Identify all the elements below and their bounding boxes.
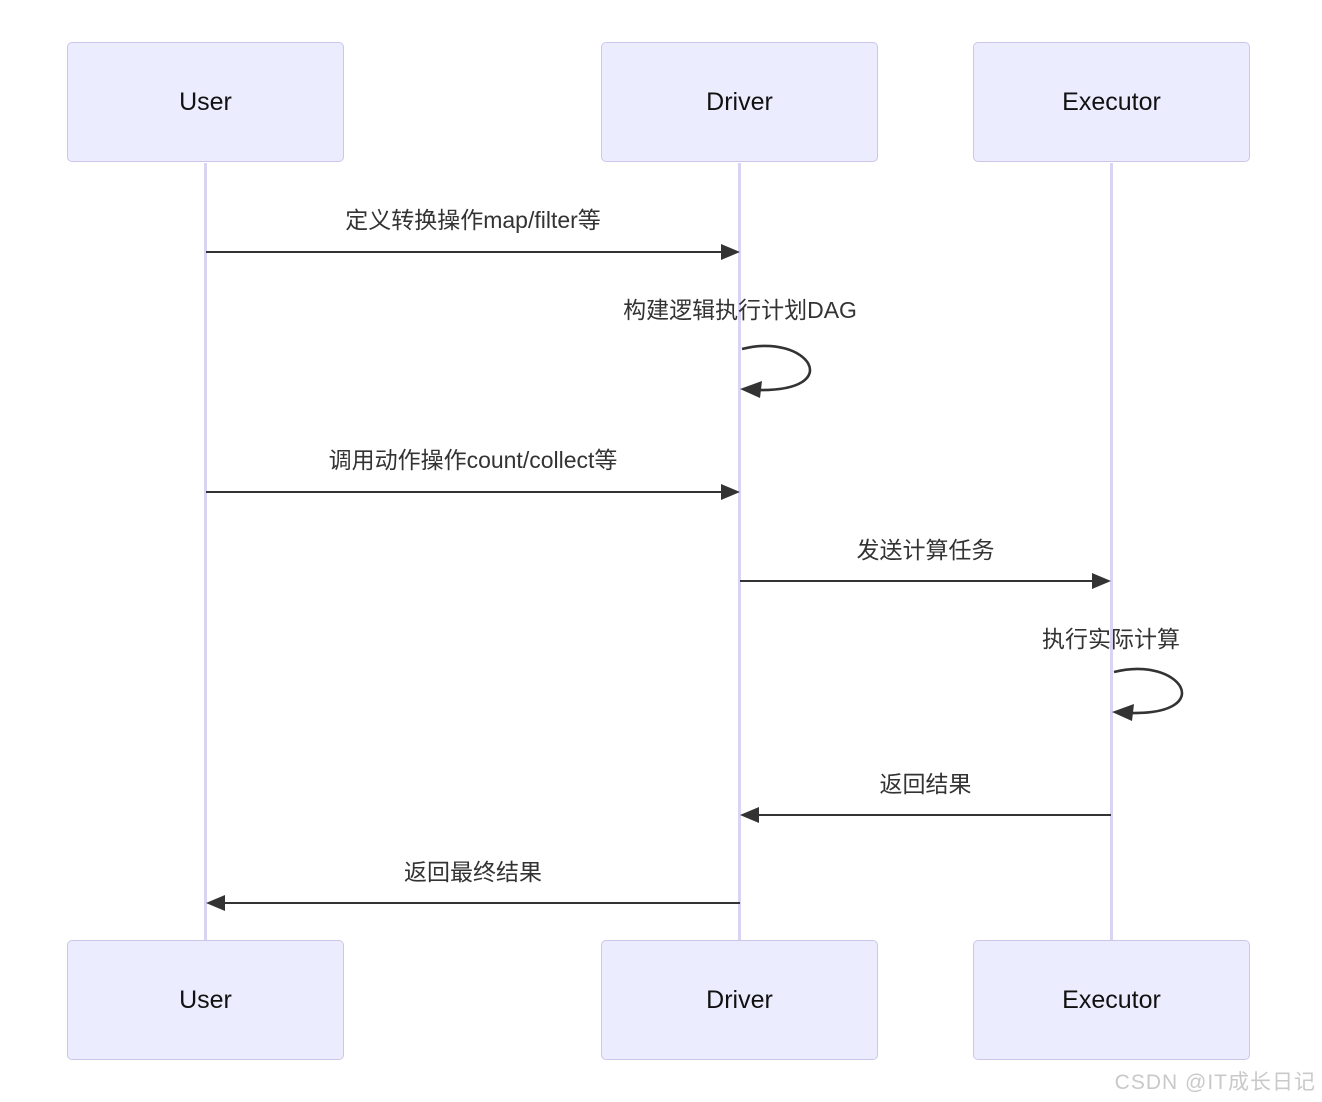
- arrowhead-left-icon: [206, 895, 225, 911]
- actor-label-executor: Executor: [1062, 87, 1161, 116]
- watermark: CSDN @IT成长日记: [1114, 1071, 1316, 1094]
- actor-label-user: User: [179, 985, 232, 1014]
- actor-label-user: User: [179, 87, 232, 116]
- lifeline-user: [204, 163, 207, 940]
- arrowhead-left-icon: [740, 807, 759, 823]
- message-label-send-task: 发送计算任务: [856, 537, 995, 563]
- actor-box-user-top: User: [67, 42, 344, 162]
- actor-box-user-bottom: User: [67, 940, 344, 1060]
- message-arrow-call-action: [206, 484, 740, 500]
- arrow-shaft: [206, 491, 724, 493]
- arrowhead-right-icon: [721, 484, 740, 500]
- lifeline-executor: [1110, 163, 1113, 940]
- message-label-define-transform: 定义转换操作map/filter等: [345, 207, 601, 233]
- arrow-shaft: [756, 814, 1111, 816]
- message-arrow-return-final-result: [206, 895, 740, 911]
- message-label-return-result: 返回结果: [879, 771, 972, 797]
- actor-box-executor-bottom: Executor: [973, 940, 1250, 1060]
- actor-box-driver-bottom: Driver: [601, 940, 878, 1060]
- actor-label-executor: Executor: [1062, 985, 1161, 1014]
- arrow-shaft: [206, 251, 724, 253]
- actor-box-driver-top: Driver: [601, 42, 878, 162]
- actor-label-driver: Driver: [706, 87, 773, 116]
- message-arrow-define-transform: [206, 244, 740, 260]
- message-label-call-action: 调用动作操作count/collect等: [328, 447, 618, 473]
- actor-label-driver: Driver: [706, 985, 773, 1014]
- lifeline-driver: [738, 163, 741, 940]
- arrowhead-right-icon: [1092, 573, 1111, 589]
- message-label-return-final-result: 返回最终结果: [404, 859, 542, 885]
- message-arrow-send-task: [740, 573, 1111, 589]
- message-label-execute-compute: 执行实际计算: [1042, 626, 1180, 652]
- self-loop-arrow-icon: [1112, 667, 1184, 721]
- arrow-shaft: [740, 580, 1095, 582]
- arrowhead-right-icon: [721, 244, 740, 260]
- message-arrow-return-result: [740, 807, 1111, 823]
- self-loop-arrow-icon: [740, 344, 812, 398]
- actor-box-executor-top: Executor: [973, 42, 1250, 162]
- message-label-build-dag: 构建逻辑执行计划DAG: [623, 297, 857, 323]
- arrow-shaft: [222, 902, 740, 904]
